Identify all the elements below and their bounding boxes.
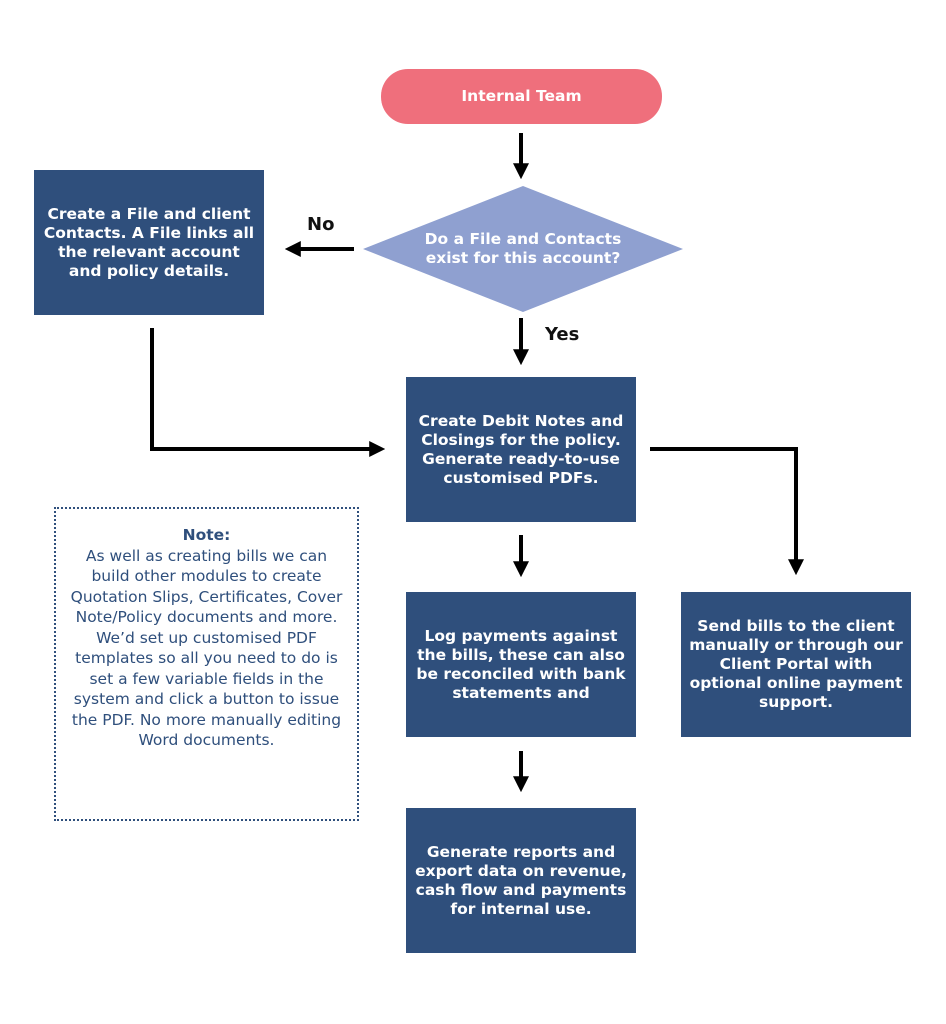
create-file-text: Create a File and client Contacts. A Fil… bbox=[43, 204, 255, 280]
create-file-box bbox=[34, 170, 264, 315]
arrow-debit-to-send bbox=[650, 447, 804, 576]
reports-box bbox=[406, 808, 636, 953]
note-box: Note: As well as creating bills we can b… bbox=[54, 507, 359, 821]
reports-text: Generate reports and export data on reve… bbox=[415, 842, 627, 918]
arrow-file-to-debit bbox=[150, 328, 386, 457]
yes-label: Yes bbox=[545, 324, 580, 345]
debit-notes-box bbox=[406, 377, 636, 522]
send-bills-box bbox=[681, 592, 911, 737]
start-label: Internal Team bbox=[461, 87, 582, 105]
note-body: As well as creating bills we can build o… bbox=[70, 546, 343, 750]
log-payments-text: Log payments against the bills, these ca… bbox=[416, 626, 626, 702]
note-title: Note: bbox=[182, 526, 231, 544]
log-payments-box bbox=[406, 592, 636, 737]
no-label: No bbox=[307, 214, 335, 235]
debit-notes-text: Create Debit Notes and Closings for the … bbox=[418, 411, 624, 487]
start-node bbox=[381, 69, 662, 124]
decision-label: Do a File and Contacts exist for this ac… bbox=[424, 230, 622, 267]
send-bills-text: Send bills to the client manually or thr… bbox=[689, 617, 903, 711]
decision-diamond bbox=[363, 186, 683, 312]
